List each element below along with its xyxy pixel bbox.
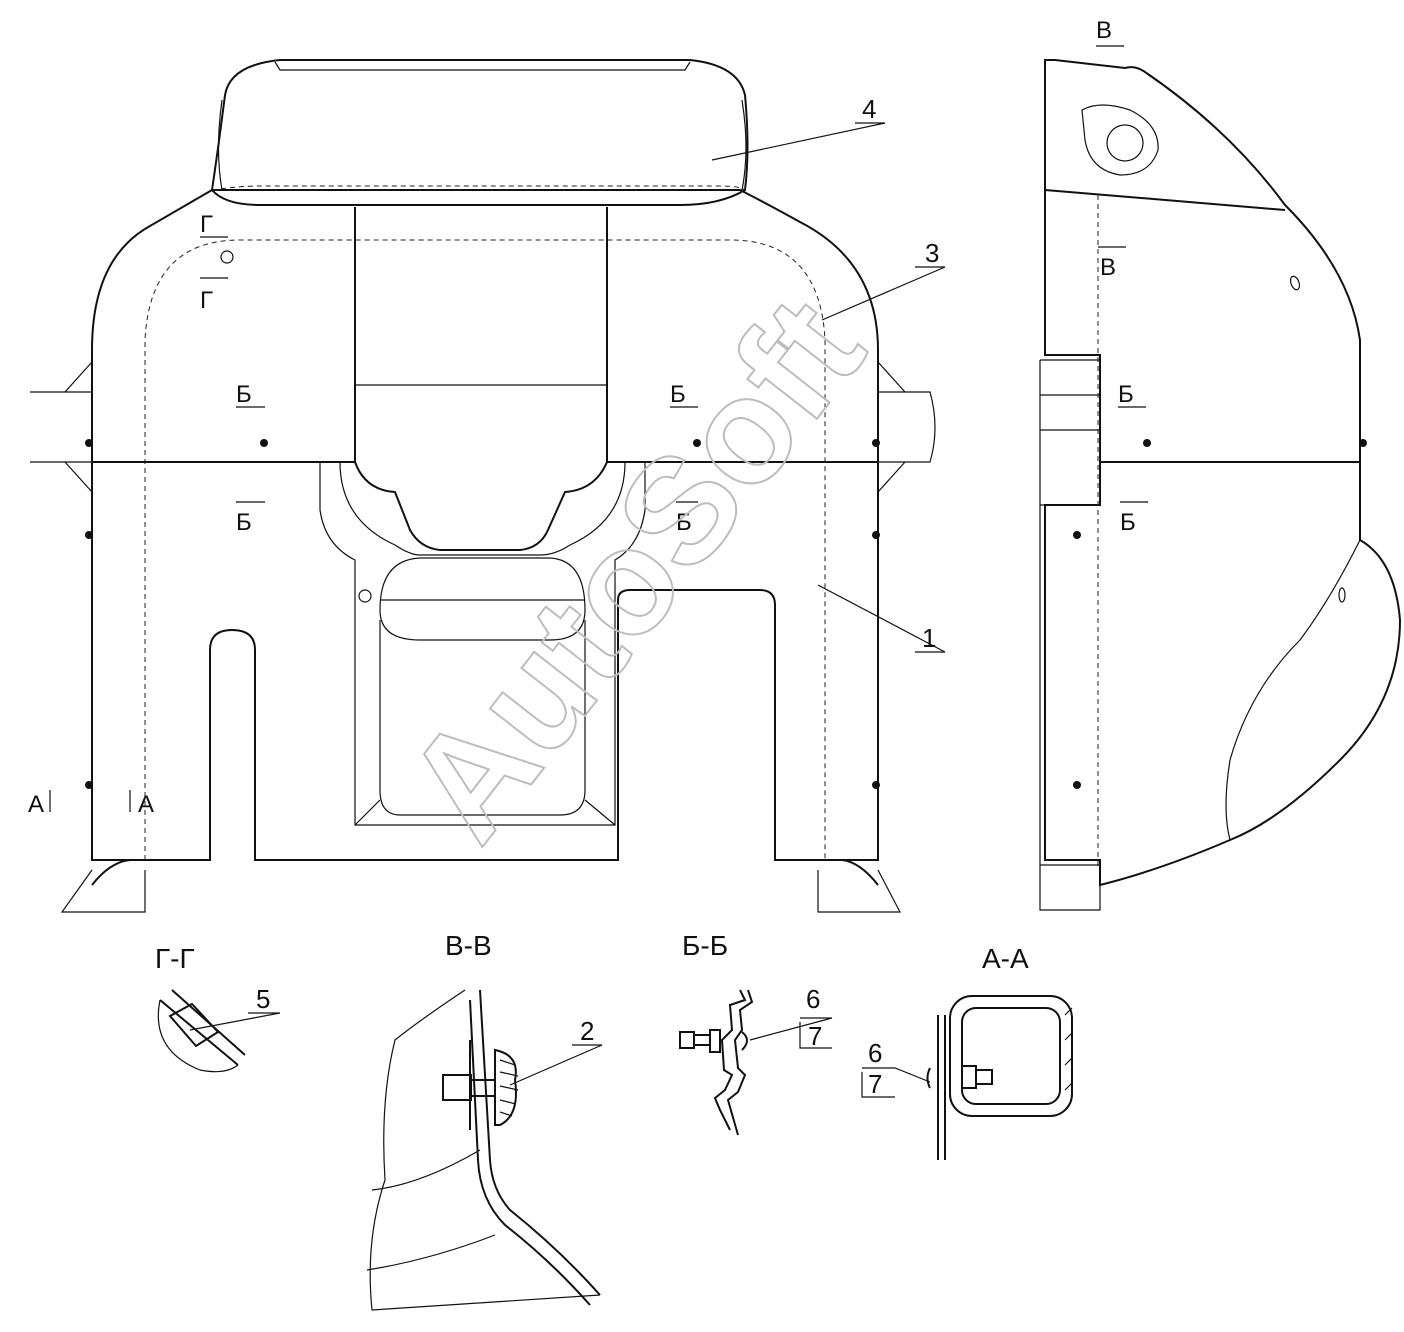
cut-marks: Г Г Б Б Б Б А А В В Б Б	[28, 17, 1148, 818]
watermark-text: AutoSoft	[373, 267, 895, 869]
cut-mark-g-bottom: Г	[200, 287, 213, 314]
cut-mark-b-right-top: Б	[670, 381, 686, 408]
callout-7-aa: 7	[868, 1069, 882, 1099]
cut-mark-g-top: Г	[200, 211, 213, 238]
cut-mark-b-side-bottom: Б	[1120, 509, 1136, 536]
section-title-aa: А-А	[982, 943, 1029, 974]
cut-mark-b-right-bottom: Б	[676, 509, 692, 536]
side-view	[1039, 59, 1402, 911]
cut-mark-a-left: А	[28, 791, 44, 818]
callout-7-bb: 7	[808, 1021, 822, 1051]
section-vv: В-В	[366, 930, 601, 1311]
callout-3: 3	[925, 238, 939, 268]
callout-6-bb: 6	[806, 984, 820, 1014]
cut-mark-b-left-top: Б	[236, 381, 252, 408]
cut-mark-v-top: В	[1096, 17, 1112, 44]
section-bb: Б-Б	[679, 930, 754, 1136]
callout-2: 2	[580, 1016, 594, 1046]
cut-mark-v-mid: В	[1100, 254, 1116, 281]
callout-6-aa: 6	[868, 1038, 882, 1068]
section-title-vv: В-В	[445, 930, 492, 961]
front-view	[30, 59, 936, 913]
section-gg: Г-Г	[155, 943, 246, 1073]
cut-mark-b-left-bottom: Б	[236, 509, 252, 536]
cut-mark-a-right: А	[138, 791, 154, 818]
callout-4: 4	[862, 94, 876, 124]
callout-1: 1	[922, 623, 936, 653]
section-title-gg: Г-Г	[155, 943, 195, 974]
section-title-bb: Б-Б	[682, 930, 728, 961]
cut-mark-b-side-top: Б	[1118, 381, 1134, 408]
callout-5: 5	[256, 984, 270, 1014]
callouts: 4 3 1 5 2 6 7 6 7	[189, 94, 946, 1099]
section-aa: А-А	[926, 943, 1073, 1160]
